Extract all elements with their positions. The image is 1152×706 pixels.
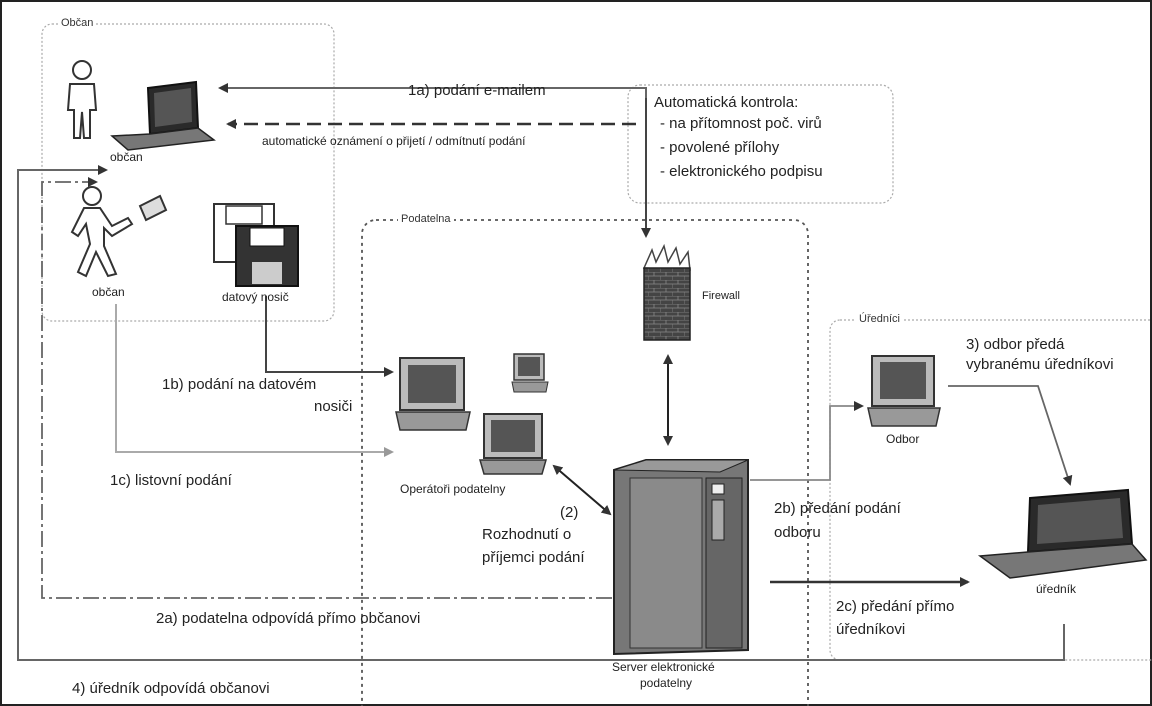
server-icon: [613, 459, 749, 656]
citizen-laptop-label: občan: [110, 150, 143, 164]
arrow-1a-email: [218, 83, 647, 98]
flow-2b-label-line1: 2b) předání podání: [774, 500, 901, 517]
operator-computer-1-icon: [395, 357, 471, 431]
flow-3-label-line1: 3) odbor předá: [966, 336, 1065, 353]
department-computer-icon: [867, 355, 941, 427]
official-laptop-icon: [977, 488, 1148, 579]
flow-1b-label-line2: nosiči: [314, 398, 353, 415]
decision-label-line1: Rozhodnutí o: [482, 526, 572, 543]
floppy-disk-icon: [213, 203, 299, 287]
citizen-group-title: Občan: [58, 17, 97, 29]
official-label: úředník: [1036, 582, 1077, 596]
firewall-label: Firewall: [702, 290, 740, 302]
arrow-2a-direct-reply: [41, 177, 612, 599]
arrow-operators-server: [552, 464, 612, 516]
auto-check-item-attachments: - povolené přílohy: [660, 139, 780, 156]
firewall-icon: [642, 243, 691, 341]
arrow-1c-letter: [115, 304, 394, 457]
citizen-laptop-icon: [110, 80, 216, 151]
auto-check-title: Automatická kontrola:: [654, 94, 799, 111]
flow-2c-label-line1: 2c) předání přímo: [836, 598, 955, 615]
officials-group-box: [829, 319, 1152, 661]
citizen-walking-icon: [70, 186, 168, 278]
flow-4-label: 4) úředník odpovídá občanovi: [72, 680, 270, 697]
citizen-group-box: [41, 23, 335, 322]
operators-label: Operátoři podatelny: [400, 482, 506, 496]
server-label-line1: Server elektronické: [612, 660, 715, 674]
officials-group-title: Úředníci: [856, 313, 903, 325]
arrow-4-official-reply: [17, 165, 1065, 661]
data-carrier-label: datový nosič: [222, 290, 289, 304]
flow-2a-label: 2a) podatelna odpovídá přímo občanovi: [156, 610, 421, 627]
flow-1c-label: 1c) listovní podání: [110, 472, 232, 489]
arrow-3-department-to-official: [948, 385, 1073, 486]
department-label: Odbor: [886, 432, 920, 446]
auto-check-item-signature: - elektronického podpisu: [660, 163, 823, 180]
server-label-line2: podatelny: [640, 676, 693, 690]
registry-group-title: Podatelna: [398, 213, 454, 225]
auto-check-box: [627, 84, 894, 204]
operator-computer-3-icon: [479, 413, 547, 475]
arrow-2b-to-department: [750, 401, 864, 481]
flow-2c-label-line2: úředníkovi: [836, 621, 906, 638]
decision-label-line2: příjemci podání: [482, 549, 585, 566]
citizen-person-icon: [66, 60, 98, 139]
decision-label-number: (2): [560, 504, 579, 521]
auto-notice-label: automatické oznámení o přijetí / odmítnu…: [262, 134, 526, 148]
flow-1b-label-line1: 1b) podání na datovém: [162, 376, 317, 393]
auto-check-item-viruses: - na přítomnost poč. virů: [660, 115, 822, 132]
flow-1a-label: 1a) podání e-mailem: [408, 82, 546, 99]
citizen-walking-label: občan: [92, 285, 125, 299]
arrow-1b-data-carrier: [265, 296, 394, 377]
flow-2b-label-line2: odboru: [774, 524, 821, 541]
operator-computer-2-icon: [511, 353, 549, 393]
flow-3-label-line2: vybranému úředníkovi: [966, 356, 1114, 373]
